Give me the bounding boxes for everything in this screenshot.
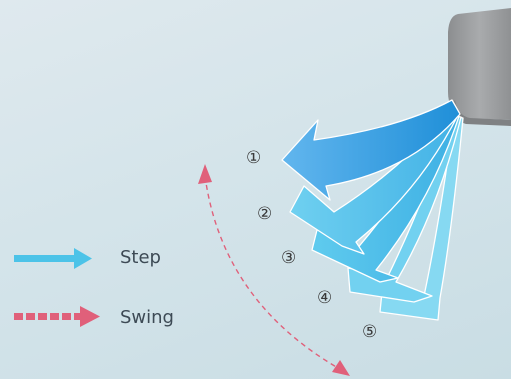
swing-arrowhead-top (198, 164, 212, 184)
legend-swing-arrow (14, 306, 100, 327)
position-label-1: ① (246, 150, 261, 167)
swing-arrowhead-bottom (332, 360, 350, 376)
position-label-2: ② (257, 206, 272, 223)
legend-swing-label: Swing (120, 309, 174, 327)
position-label-4: ④ (317, 290, 332, 307)
legend-step-label: Step (120, 249, 161, 267)
position-label-5: ⑤ (362, 324, 377, 341)
legend-step-arrow (14, 248, 92, 269)
position-label-3: ③ (281, 250, 296, 267)
